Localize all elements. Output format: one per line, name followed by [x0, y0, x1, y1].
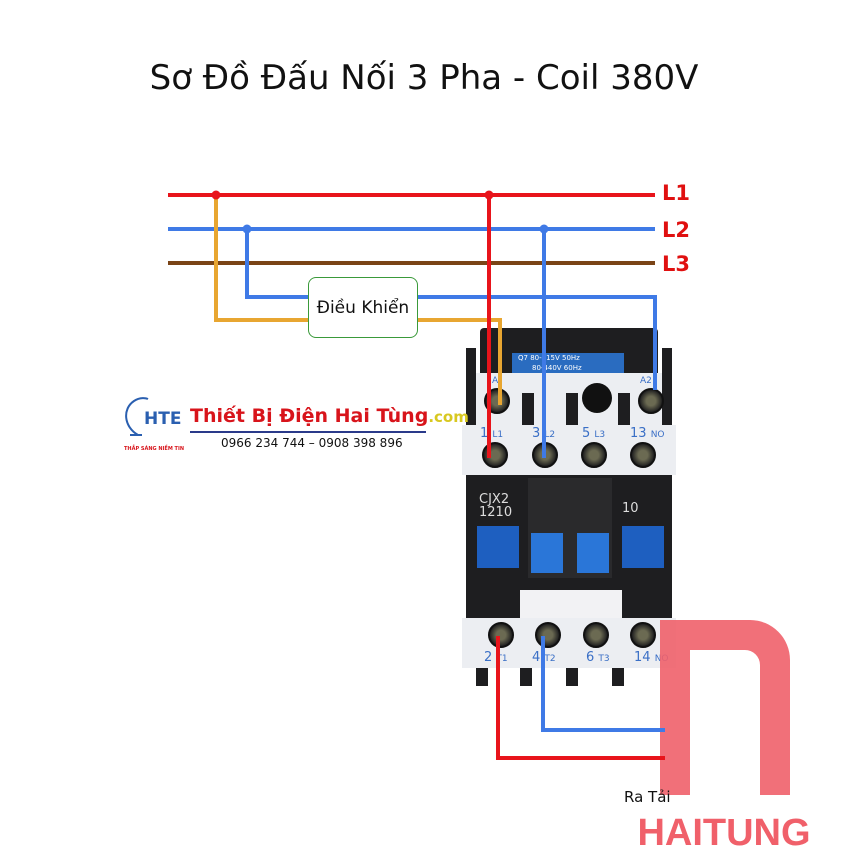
terminal-label-2: 2 T1 — [484, 650, 508, 665]
terminal-6-screw[interactable] — [583, 622, 609, 648]
contact-label: 10 — [622, 501, 639, 516]
junction-dot — [484, 190, 494, 200]
haitung-logo: HAITUNG — [637, 620, 811, 848]
terminal-13-screw[interactable] — [630, 442, 656, 468]
coil-label-a2: A2 — [640, 376, 652, 386]
junction-dot — [242, 224, 252, 234]
terminal-label-4: 4 T2 — [532, 650, 556, 665]
coil-terminal-a2[interactable] — [638, 388, 664, 414]
control-wire-a1 — [418, 318, 502, 405]
hte-tagline: THẮP SÁNG NIỀM TIN — [124, 446, 185, 452]
terminal-label-6: 6 T3 — [586, 650, 610, 665]
label-l1: L1 — [662, 181, 690, 205]
actuator-button[interactable] — [531, 533, 563, 573]
load-t2 — [541, 636, 665, 732]
load-label: Ra Tải — [624, 788, 671, 806]
phone-numbers: 0966 234 744 – 0908 398 896 — [221, 436, 403, 450]
haitung-logo-text: HAITUNG — [637, 812, 810, 848]
control-wire-a2 — [418, 295, 657, 390]
divider — [190, 431, 426, 433]
hte-logo: HTE — [144, 409, 182, 429]
control-wire-l2 — [245, 229, 308, 299]
terminal-1-screw[interactable] — [482, 442, 508, 468]
bulb-icon — [125, 397, 149, 436]
contactor: Q7 80-415V 50Hz 80-440V 60Hz A A2 1 L1 3… — [462, 328, 676, 686]
load-t1 — [496, 636, 665, 760]
junction-dot — [211, 190, 221, 200]
label-l2: L2 — [662, 218, 690, 242]
terminal-label-5: 5 L3 — [582, 426, 606, 441]
terminal-5-screw[interactable] — [581, 442, 607, 468]
control-box: Điều Khiển — [308, 277, 418, 338]
terminal-label-13: 13 NO — [630, 426, 665, 441]
terminal-label-1: 1 L1 — [480, 426, 504, 441]
control-wire-l1 — [214, 195, 308, 322]
label-l3: L3 — [662, 252, 690, 276]
terminal-2-screw[interactable] — [488, 622, 514, 648]
terminal-14-screw[interactable] — [630, 622, 656, 648]
coil-label-a1: A — [492, 376, 499, 386]
rating-plate: Q7 80-415V 50Hz 80-440V 60Hz — [512, 353, 624, 375]
diagram-title: Sơ Đồ Đấu Nối 3 Pha - Coil 380V — [149, 58, 699, 98]
company-name: Thiết Bị Điện Hai Tùng.com — [190, 405, 469, 427]
terminal-label-3: 3 L2 — [532, 426, 556, 441]
terminal-4-screw[interactable] — [535, 622, 561, 648]
junction-dot — [539, 224, 549, 234]
